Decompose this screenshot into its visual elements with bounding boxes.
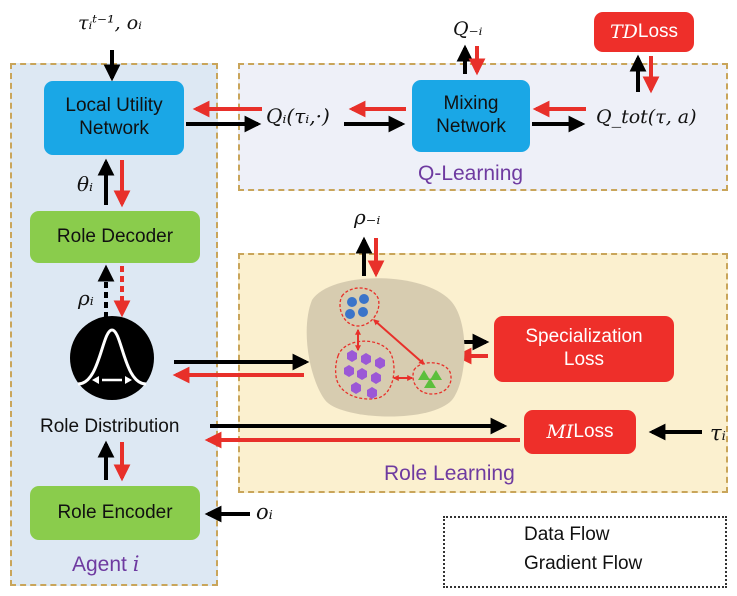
role-learning-title: Role Learning <box>384 462 515 485</box>
td-loss: TD Loss <box>594 12 694 52</box>
tau-input-label: τᵢ <box>710 421 726 445</box>
rho-minus-i-label: ρ₋ᵢ <box>354 205 381 229</box>
q-learning-title: Q-Learning <box>418 162 524 185</box>
rho-label: ρᵢ <box>78 286 94 310</box>
role-distribution-icon <box>70 316 154 400</box>
role-decoder: Role Decoder <box>30 211 200 263</box>
role-distribution-label: Role Distribution <box>40 416 180 437</box>
q-minus-i-label: Q₋ᵢ <box>453 18 483 40</box>
local-utility-network: Local Utility Network <box>44 81 184 155</box>
mixing-network: Mixing Network <box>412 80 530 152</box>
legend <box>443 516 727 588</box>
role-cloud <box>306 278 465 417</box>
role-point <box>358 307 368 317</box>
bell-curve-icon <box>77 328 147 386</box>
q-i-label: Qᵢ(τᵢ,·) <box>266 104 330 128</box>
cluster-blue-outline <box>339 287 380 327</box>
role-point <box>347 297 357 307</box>
agent-panel-title: Agent i <box>72 552 140 576</box>
cluster-purple-outline <box>334 340 395 400</box>
legend-data-flow: Data Flow <box>524 524 610 545</box>
q-tot-label: Q_tot(τ, a) <box>596 106 697 128</box>
cluster-link-blue-green <box>373 319 425 365</box>
role-point <box>359 294 369 304</box>
cluster-green-outline <box>412 362 452 395</box>
agent-input-label: τᵢᵗ⁻¹, oᵢ <box>78 12 143 34</box>
encoder-input-label: oᵢ <box>256 500 273 524</box>
role-point <box>345 309 355 319</box>
role-hexagons <box>344 350 385 399</box>
mi-loss: MI Loss <box>524 410 636 454</box>
role-encoder: Role Encoder <box>30 486 200 540</box>
legend-gradient-flow: Gradient Flow <box>524 553 643 574</box>
theta-label: θᵢ <box>77 172 94 196</box>
specialization-loss: Specialization Loss <box>494 316 674 382</box>
role-triangles <box>418 370 442 388</box>
